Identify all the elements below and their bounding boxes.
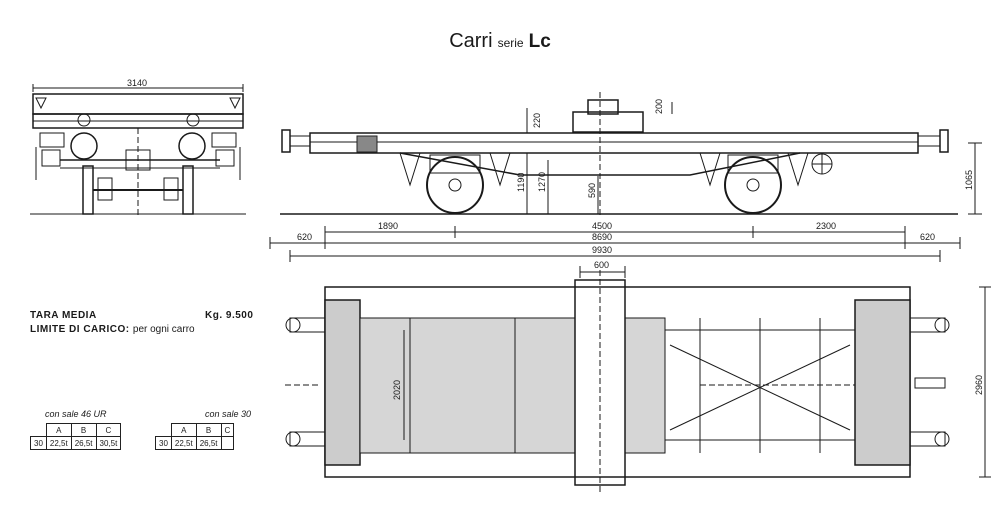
tara-value: Kg. 9.500 [205, 310, 254, 321]
table-2-header-c: C [220, 423, 235, 437]
table-1-caption: con sale 46 UR [45, 409, 107, 419]
dim-2960: 2960 [974, 375, 984, 395]
load-table-2: A B C 30 22,5t 26,5t [155, 423, 235, 450]
limit-row: LIMITE DI CARICO: per ogni carro [30, 324, 195, 335]
dim-end-width: 3140 [127, 78, 147, 88]
dim-1890: 1890 [378, 221, 398, 231]
dim-620-right: 620 [920, 232, 935, 242]
table-1-header-a: A [45, 423, 72, 437]
table-1-header-c: C [95, 423, 122, 437]
title-series-word: serie [497, 36, 524, 50]
title-code: Lc [528, 31, 551, 52]
plan-view [285, 266, 991, 495]
limit-note: per ogni carro [132, 324, 195, 335]
title-main: Carri [449, 30, 493, 52]
tara-row: TARA MEDIA [30, 310, 97, 321]
dim-600: 600 [594, 260, 609, 270]
drawing-title: Carri serie Lc [0, 30, 1000, 53]
table-2-header-b: B [195, 423, 222, 437]
limit-label: LIMITE DI CARICO: [30, 324, 130, 335]
table-2-caption: con sale 30 [205, 409, 252, 419]
side-view [269, 92, 982, 262]
dim-1190: 1190 [516, 173, 526, 192]
dim-9930: 9930 [592, 245, 612, 255]
tara-label: TARA MEDIA [30, 310, 97, 321]
dim-1270: 1270 [537, 172, 547, 192]
table-1-row-label: 30 [30, 436, 47, 450]
table-2-header-a: A [170, 423, 197, 437]
dim-2300: 2300 [816, 221, 836, 231]
end-view [30, 84, 246, 218]
table-2-row-label: 30 [155, 436, 172, 450]
table-1-value-c: 30,5t [95, 436, 122, 450]
dim-2020: 2020 [392, 380, 402, 400]
table-2-value-a: 22,5t [170, 436, 197, 450]
load-table-1: A B C 30 22,5t 26,5t 30,5t [30, 423, 122, 450]
dim-590: 590 [587, 183, 597, 198]
dim-4500: 4500 [592, 221, 612, 231]
table-1-value-b: 26,5t [70, 436, 97, 450]
dim-200: 200 [654, 99, 664, 114]
table-2-value-b: 26,5t [195, 436, 222, 450]
dim-620-left: 620 [297, 232, 312, 242]
table-1-value-a: 22,5t [45, 436, 72, 450]
dim-220: 220 [532, 113, 542, 128]
dim-1065: 1065 [964, 170, 974, 190]
table-1-header-b: B [70, 423, 97, 437]
dimension-labels: 3140 220 200 1190 1270 590 1065 1890 450… [127, 78, 984, 400]
table-2-value-c [220, 436, 235, 450]
dim-8690: 8690 [592, 232, 612, 242]
